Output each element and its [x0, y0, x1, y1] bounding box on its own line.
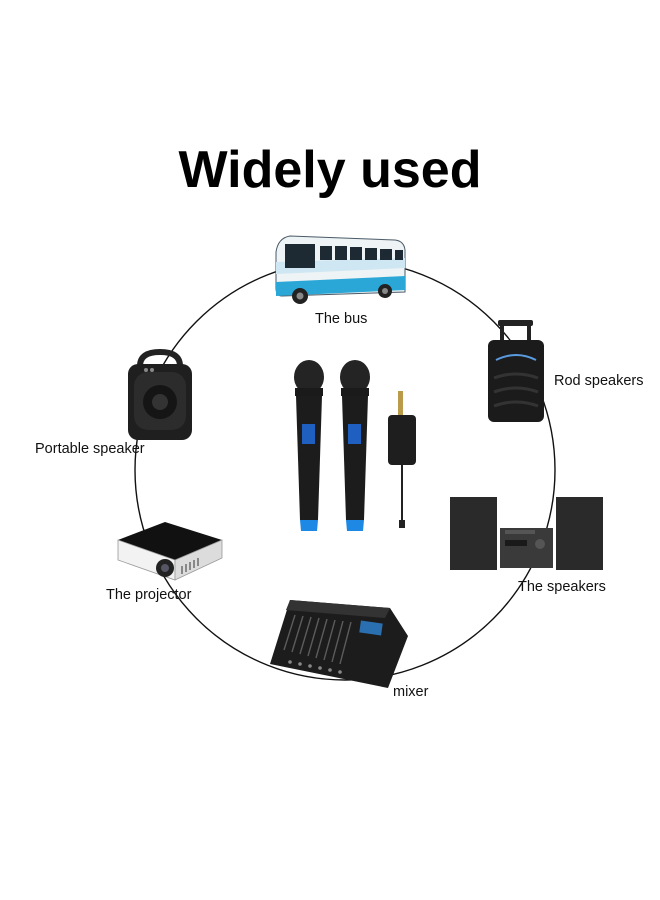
wireless-receiver-icon	[388, 391, 416, 528]
projector-icon	[117, 522, 223, 581]
speakers-icon	[450, 497, 603, 570]
bus-icon	[275, 235, 408, 304]
wireless-microphone-icon	[294, 360, 324, 531]
label-portable-speaker: Portable speaker	[35, 441, 145, 457]
label-mixer: mixer	[393, 684, 429, 700]
mixer-icon	[270, 600, 408, 688]
portable-speaker-icon	[128, 348, 192, 440]
rod-speaker-icon	[488, 320, 544, 422]
label-rod-speakers: Rod speakers	[554, 373, 644, 389]
label-projector: The projector	[106, 587, 192, 603]
wireless-microphone-icon	[340, 360, 370, 531]
label-bus: The bus	[315, 311, 368, 327]
label-speakers: The speakers	[518, 579, 606, 595]
page-title: Widely used	[178, 141, 482, 199]
